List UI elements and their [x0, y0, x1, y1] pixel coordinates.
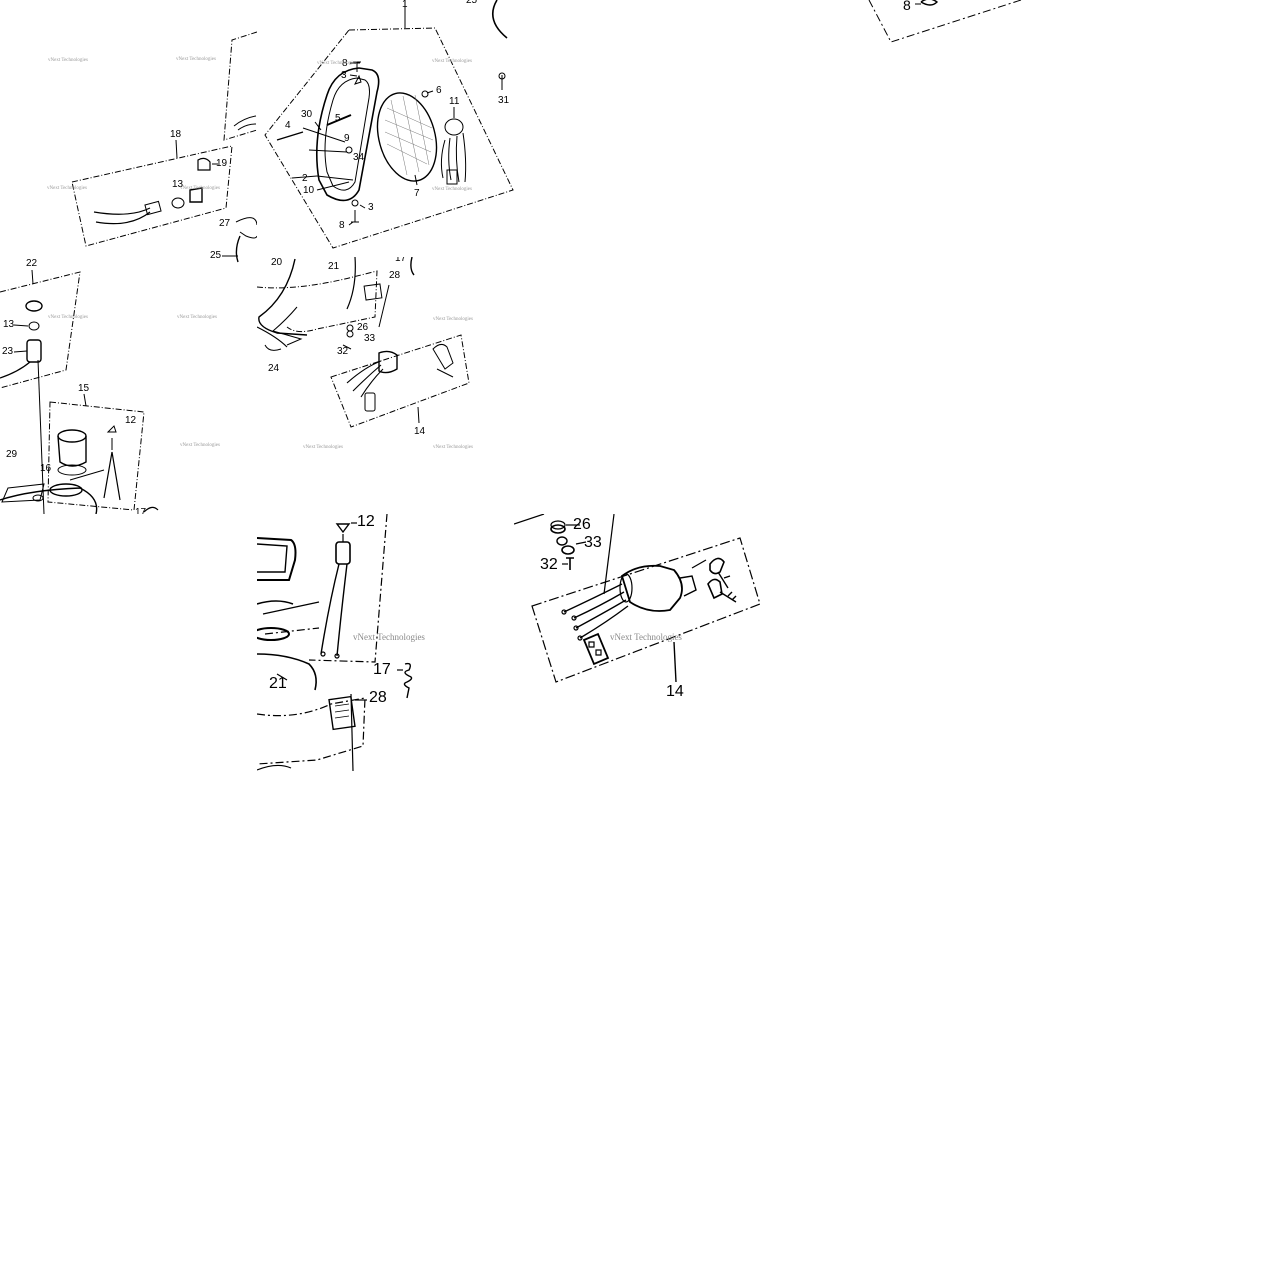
gauge-assembly-drawing [0, 0, 257, 514]
watermark: vNext Technologies [177, 315, 217, 320]
watermark: vNext Technologies [317, 61, 357, 66]
ignition-detail-box [532, 538, 760, 682]
gauge-detail-drawing [257, 514, 514, 771]
headlight-assembly-drawing [257, 0, 514, 257]
fragment-tile: 8 [857, 0, 1037, 60]
ignition-detail-drawing [514, 514, 771, 771]
callout-17: 17 [395, 257, 407, 264]
headlight-lens [368, 86, 445, 187]
callout-9: 9 [344, 133, 350, 144]
ignition-box [331, 335, 469, 427]
callout-29: 29 [6, 449, 18, 460]
callout-15: 15 [78, 383, 90, 394]
callout-25: 25 [466, 0, 478, 6]
callout-14: 14 [414, 426, 426, 437]
callout-8: 8 [903, 0, 911, 13]
callout-25-left: 25 [210, 250, 222, 261]
headlight-assembly-tile: 1 3 8 30 4 5 9 2 10 34 3 8 6 11 7 31 25 … [257, 0, 514, 257]
watermark: vNext Technologies [303, 445, 343, 450]
callout-14: 14 [666, 683, 684, 700]
fragment-drawing [857, 0, 1037, 60]
callout-7: 7 [414, 188, 420, 199]
callout-21: 21 [328, 261, 340, 272]
callout-19: 19 [216, 158, 228, 169]
callout-17: 17 [373, 661, 391, 678]
headlight-housing [317, 68, 379, 200]
callout-31: 31 [498, 95, 510, 106]
callout-3-lower: 3 [368, 202, 374, 213]
callout-8-lower: 8 [339, 220, 345, 231]
gauge-detail-tile: 12 21 17 28 vNext Technologies [257, 514, 514, 771]
callout-21: 21 [269, 675, 287, 692]
watermark: vNext Technologies [432, 187, 472, 192]
callout-24: 24 [268, 363, 280, 374]
callout-32: 32 [540, 556, 558, 573]
watermark: vNext Technologies [433, 445, 473, 450]
watermark: vNext Technologies [180, 443, 220, 448]
callout-4: 4 [285, 120, 291, 131]
callout-18: 18 [170, 129, 182, 140]
callout-16: 16 [40, 463, 52, 474]
callout-12: 12 [357, 514, 375, 530]
callout-26: 26 [357, 322, 369, 333]
callout-33: 33 [584, 534, 602, 551]
watermark: vNext Technologies [48, 315, 88, 320]
callout-3: 3 [341, 70, 347, 81]
watermark: vNext Technologies [432, 59, 472, 64]
callout-23: 23 [2, 346, 14, 357]
callout-12-small: 12 [125, 415, 137, 426]
watermark: vNext Technologies [48, 58, 88, 63]
callout-2: 2 [302, 173, 308, 184]
watermark: vNext Technologies [176, 57, 216, 62]
callout-22: 22 [26, 258, 38, 269]
callout-17-small: 17 [135, 507, 147, 515]
callout-11: 11 [449, 96, 460, 107]
callout-10: 10 [303, 185, 315, 196]
callout-8: 8 [342, 58, 348, 69]
ignition-switch-drawing [257, 257, 514, 514]
callout-6: 6 [436, 85, 442, 96]
gauge-assembly-tile: 18 19 13 27 25 22 13 23 15 12 29 16 17 v… [0, 0, 257, 514]
watermark: vNext Technologies [47, 186, 87, 191]
callout-1: 1 [402, 0, 408, 10]
callout-28: 28 [389, 270, 401, 281]
callout-30: 30 [301, 109, 313, 120]
watermark: vNext Technologies [433, 317, 473, 322]
watermark: vNext Technologies [610, 632, 682, 642]
callout-13-left: 13 [3, 319, 15, 330]
watermark: vNext Technologies [180, 186, 220, 191]
callout-33: 33 [364, 333, 376, 344]
ignition-detail-tile: 26 33 32 14 vNext Technologies [514, 514, 771, 771]
assembly-boundary [265, 28, 513, 248]
callout-13: 13 [172, 179, 184, 190]
indicator-box [72, 146, 232, 246]
callout-5: 5 [335, 113, 341, 124]
callout-32: 32 [337, 346, 349, 357]
callout-28: 28 [369, 689, 387, 706]
watermark: vNext Technologies [353, 632, 425, 642]
callout-34: 34 [353, 152, 365, 163]
callout-20: 20 [271, 257, 283, 268]
ignition-switch-tile: 20 21 28 17 26 33 32 24 14 vNext Technol… [257, 257, 514, 514]
gauge-box [48, 402, 144, 510]
callout-26: 26 [573, 516, 591, 533]
callout-27: 27 [219, 218, 231, 229]
